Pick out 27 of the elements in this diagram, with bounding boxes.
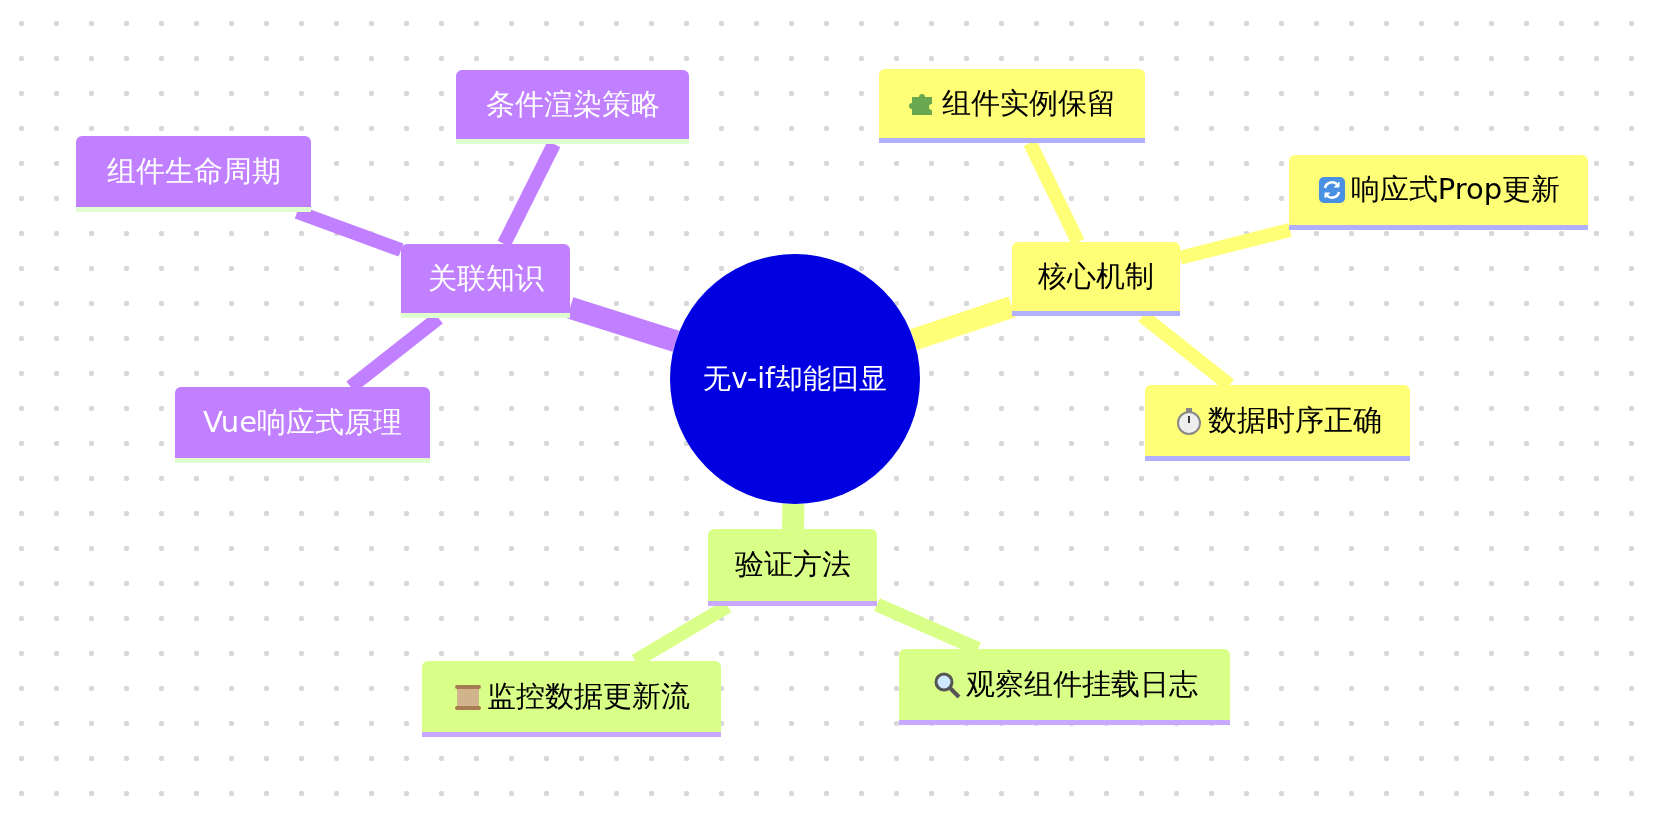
topic-text: Vue响应式原理 [202,403,403,441]
topic-text: 核心机制 [1038,257,1154,295]
subtopic-box [422,661,721,737]
topic-text: 无v-if却能回显 [703,361,887,397]
subtopic-box [1289,155,1588,230]
subtopic-box [76,136,311,212]
topic-text: 组件实例保留 [942,84,1116,122]
branch-line [782,503,805,530]
topic-text: 监控数据更新流 [487,677,690,715]
topic-text: 响应式Prop更新 [1350,171,1561,208]
topic-text: 观察组件挂载日志 [965,665,1198,703]
subtopic-box [1145,385,1410,461]
subtopic-box [456,70,689,144]
topic-text: 关联知识 [427,259,544,297]
topic-text: 数据时序正确 [1207,401,1382,439]
branch-line [566,297,680,352]
topic-text: 验证方法 [734,546,851,583]
topic-text: 条件渲染策略 [485,85,660,123]
subtopic-box [899,649,1230,725]
subtopic-box [879,69,1145,143]
topic-text: 组件生命周期 [106,152,281,190]
branch-topic-box [1012,242,1180,316]
branch-topic-box [708,529,877,606]
branch-topic-box [401,244,570,318]
branch-line [910,296,1016,351]
branch-line [1178,223,1292,265]
subtopic-box [175,387,430,463]
